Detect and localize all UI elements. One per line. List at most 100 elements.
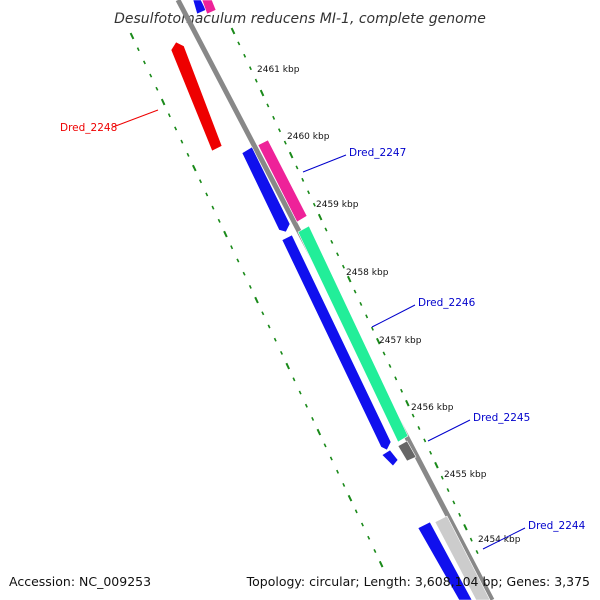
leader-line-dred-2246 <box>371 304 416 328</box>
outer-lane-tick <box>405 399 410 407</box>
outer-lane-tick <box>248 66 252 71</box>
ruler-label-2455: 2455 kbp <box>444 470 487 480</box>
outer-lane-tick <box>359 301 363 306</box>
outer-lane-tick <box>417 426 421 430</box>
gene-label-dred-2248[interactable]: Dred_2248 <box>60 122 117 134</box>
feature-track <box>170 0 491 600</box>
outer-lane-tick <box>411 413 415 418</box>
gene-blue-2[interactable] <box>281 234 392 451</box>
outer-lane-tick <box>259 89 265 97</box>
gene-blue-4[interactable] <box>417 521 473 600</box>
ruler-label-2456: 2456 kbp <box>411 403 454 413</box>
outer-lane-tick <box>330 239 334 244</box>
outer-lane-tick <box>288 151 294 159</box>
inner-lane-tick <box>304 403 308 408</box>
outer-lane-tick <box>277 128 282 133</box>
outer-lane-tick <box>434 461 439 469</box>
leader-line-dred-2245 <box>427 419 471 442</box>
outer-lane-tick <box>295 165 299 170</box>
inner-lane-tick <box>323 443 327 448</box>
outer-lane-tick <box>353 289 357 294</box>
outer-lane-tick <box>375 337 381 345</box>
outer-lane-tick <box>370 326 374 331</box>
map-title: Desulfotomaculum reducens MI-1, complete… <box>114 11 486 27</box>
outer-lane-tick <box>317 213 323 221</box>
inner-lane-tick <box>136 47 140 52</box>
inner-lane-tick <box>261 311 265 316</box>
inner-lane-tick <box>205 192 209 197</box>
outer-lane-tick <box>266 103 270 108</box>
gene-blue-1[interactable] <box>241 146 291 233</box>
leader-line-dred-2248 <box>112 109 159 128</box>
ruler-label-2458: 2458 kbp <box>346 268 389 278</box>
inner-lane-tick <box>198 179 203 184</box>
inner-lane-tick <box>354 509 358 514</box>
inner-lane-tick <box>230 245 234 250</box>
outer-lane-tick <box>446 488 450 493</box>
topology-text: Topology: circular; Length: 3,608,104 bp… <box>246 574 590 589</box>
outer-lane-tick <box>388 363 392 368</box>
outer-lane-tick <box>469 537 473 542</box>
inner-lane-tick <box>373 549 377 553</box>
outer-lane-tick <box>237 41 241 46</box>
gene-dred-2246[interactable] <box>297 225 409 443</box>
inner-lane-tick <box>336 469 340 474</box>
outer-lane-tick <box>458 512 462 517</box>
inner-lane-tick <box>167 113 171 118</box>
outer-lane-tick <box>341 264 345 269</box>
outer-lane-tick <box>272 115 276 120</box>
inner-lane-tick <box>316 428 322 436</box>
leader-line-dred-2247 <box>302 154 347 173</box>
gene-label-dred-2247[interactable]: Dred_2247 <box>349 147 406 159</box>
outer-lane-tick <box>400 388 404 393</box>
outer-lane-tick <box>452 500 456 505</box>
gene-dred-2248[interactable] <box>170 41 223 152</box>
inner-lane-tick <box>279 350 284 355</box>
inner-lane-tick <box>248 284 252 289</box>
inner-lane-tick <box>142 60 146 65</box>
outer-lane-tick <box>429 450 433 455</box>
inner-lane-tick <box>367 535 371 540</box>
outer-lane-tick <box>336 252 340 257</box>
accession-text: Accession: NC_009253 <box>9 574 151 589</box>
ruler-label-2460: 2460 kbp <box>287 132 330 142</box>
outer-lane-tick <box>475 550 479 555</box>
inner-lane-tick <box>273 337 277 342</box>
gene-dred-2245[interactable] <box>397 440 417 462</box>
inner-lane-tick <box>267 324 271 329</box>
outer-lane-tick <box>440 475 444 480</box>
inner-lane-tick <box>311 416 315 421</box>
inner-lane-tick <box>242 271 246 276</box>
inner-lane-tick <box>211 205 215 210</box>
outer-lane-tick <box>243 53 247 58</box>
inner-lane-tick <box>223 230 228 238</box>
outer-lane-tick <box>423 438 427 443</box>
inner-lane-tick <box>292 377 296 382</box>
inner-lane-tick <box>285 362 291 370</box>
inner-lane-tick <box>186 152 190 157</box>
gene-label-dred-2245[interactable]: Dred_2245 <box>473 412 530 424</box>
inner-lane-tick <box>342 482 346 487</box>
outer-lane-tick <box>312 202 316 207</box>
gene-dred-2244[interactable] <box>434 515 491 600</box>
outer-lane-tick <box>230 27 236 35</box>
inner-lane-tick <box>160 98 166 106</box>
inner-lane-tick <box>149 73 153 78</box>
outer-lane-tick <box>307 190 311 195</box>
gene-label-dred-2244[interactable]: Dred_2244 <box>528 520 586 532</box>
ruler-label-2457: 2457 kbp <box>379 336 422 346</box>
outer-lane-tick <box>382 351 386 356</box>
outer-lane-tick <box>394 376 398 381</box>
inner-lane-tick <box>236 258 240 263</box>
outer-lane-tick <box>283 140 287 145</box>
outer-lane-tick <box>365 314 369 319</box>
gene-labels: Dred_2248 Dred_2247 Dred_2246 Dred_2245 … <box>60 109 586 550</box>
gene-top-pink[interactable] <box>201 0 217 15</box>
gene-blue-3[interactable] <box>381 449 399 467</box>
outer-lane-tick <box>346 275 352 283</box>
gene-label-dred-2246[interactable]: Dred_2246 <box>418 297 476 309</box>
gene-dred-2247[interactable] <box>257 139 308 223</box>
leader-line-dred-2244 <box>482 527 526 550</box>
inner-lane-tick <box>192 164 197 172</box>
